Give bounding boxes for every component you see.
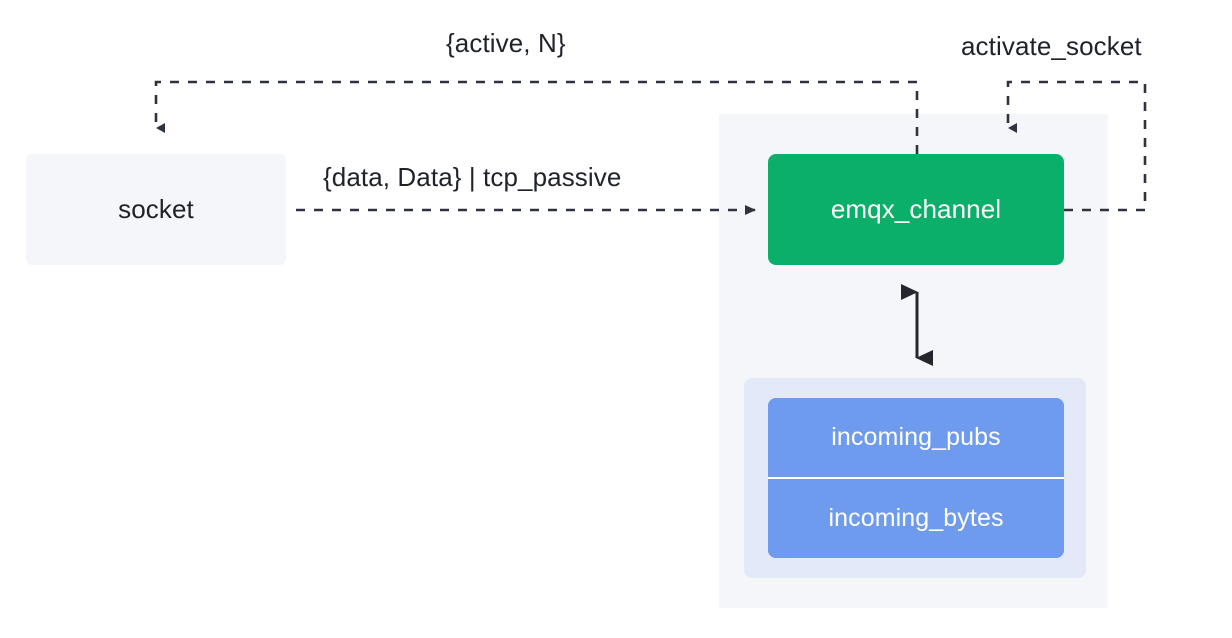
node-incoming-bytes-label: incoming_bytes — [828, 504, 1004, 532]
edge-label-active-n: {active, N} — [446, 28, 566, 58]
node-socket-label: socket — [118, 194, 194, 224]
node-socket[interactable]: socket — [26, 154, 286, 265]
node-incoming-pubs-label: incoming_pubs — [831, 423, 1001, 451]
node-incoming-pubs[interactable]: incoming_pubs — [768, 398, 1064, 477]
edge-label-data-tcp-passive: {data, Data} | tcp_passive — [323, 162, 622, 192]
node-emqx-channel-label: emqx_channel — [830, 194, 1002, 224]
node-incoming-bytes[interactable]: incoming_bytes — [768, 477, 1064, 558]
counters-stack: incoming_pubs incoming_bytes — [768, 398, 1064, 558]
edge-label-activate-socket: activate_socket — [961, 31, 1142, 61]
node-emqx-channel[interactable]: emqx_channel — [768, 154, 1064, 265]
